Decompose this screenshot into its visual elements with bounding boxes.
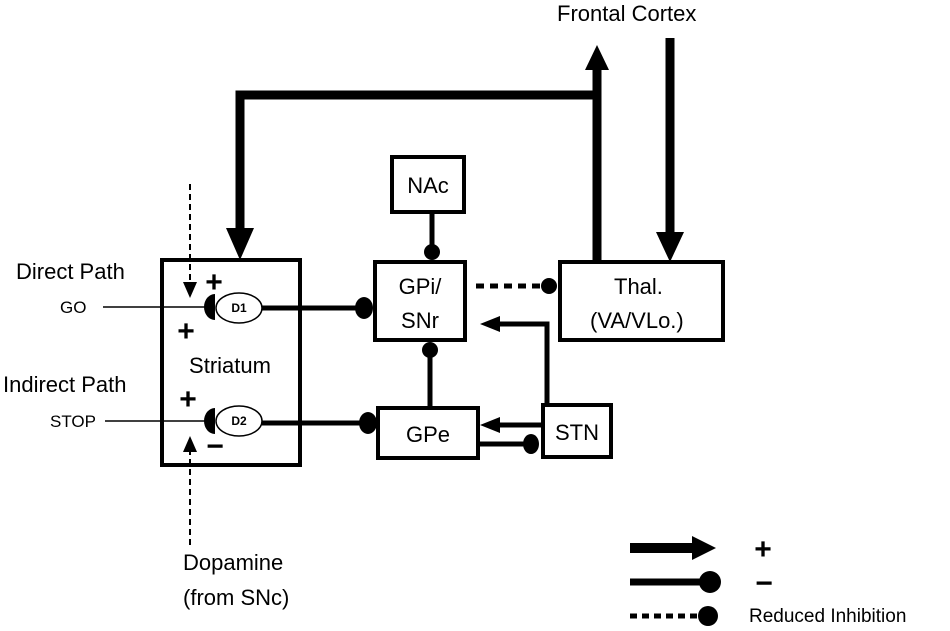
nac-to-gpi-inhibition: [424, 212, 440, 260]
gpi-snr-box: [373, 260, 467, 342]
legend: + − Reduced Inhibition: [630, 533, 906, 627]
stn-box: [541, 403, 613, 459]
dopamine-label-line2: (from SNc): [183, 585, 289, 610]
thalamus-box: [558, 260, 725, 342]
d2-label: D2: [231, 414, 247, 428]
d1-to-gpi-inhibition: [262, 297, 373, 319]
striatum-plus-sign-1: +: [177, 315, 195, 348]
gpi-to-thalamus-reduced-inhibition: [476, 278, 557, 294]
d1-label: D1: [231, 301, 247, 315]
indirect-path-label: Indirect Path: [3, 372, 127, 397]
thalamus-to-cortex-arrow: [585, 45, 609, 262]
legend-inhibitory-line: [630, 571, 721, 593]
nac-box: [390, 155, 466, 214]
cortex-to-striatum-arrow: [226, 90, 597, 260]
cortex-to-thalamus-arrow: [656, 38, 684, 262]
frontal-cortex-label: Frontal Cortex: [557, 1, 696, 26]
gpe-to-stn-inhibition: [478, 434, 539, 454]
d2-to-gpe-inhibition: [262, 412, 377, 434]
gpi-label-line1: GPi/: [399, 274, 443, 299]
legend-minus-sign: −: [755, 567, 773, 600]
legend-excitatory-arrow: [630, 536, 716, 560]
nac-label: NAc: [407, 173, 449, 198]
gpi-label-line2: SNr: [401, 308, 439, 333]
dopamine-to-d2-arrow: [183, 436, 197, 545]
stn-to-gpi-excitation: [480, 316, 550, 405]
stn-to-gpe-excitation: [480, 417, 543, 433]
striatum-plus-sign-2: +: [179, 383, 197, 416]
d2-receptor-cap: [204, 408, 215, 434]
striatum-box: [160, 258, 302, 467]
direct-path-label: Direct Path: [16, 259, 125, 284]
striatum-label: Striatum: [189, 353, 271, 378]
dopamine-label-line1: Dopamine: [183, 550, 283, 575]
legend-reduced-inhibition-line: [630, 606, 718, 626]
go-label: GO: [60, 298, 86, 317]
legend-reduced-inhibition-label: Reduced Inhibition: [749, 606, 906, 627]
thalamus-label-line2: (VA/VLo.): [590, 308, 684, 333]
striatum-minus-sign: −: [206, 430, 224, 463]
gpe-to-gpi-inhibition: [422, 342, 438, 408]
stop-label: STOP: [50, 412, 96, 431]
legend-plus-sign: +: [754, 533, 772, 566]
thalamus-label-line1: Thal.: [614, 274, 663, 299]
stn-label: STN: [555, 420, 599, 445]
gpe-label: GPe: [406, 422, 450, 447]
dopamine-to-d1-arrow: [183, 184, 197, 298]
d1-plus-sign: +: [205, 266, 223, 299]
d1-receptor-cap: [204, 294, 215, 320]
